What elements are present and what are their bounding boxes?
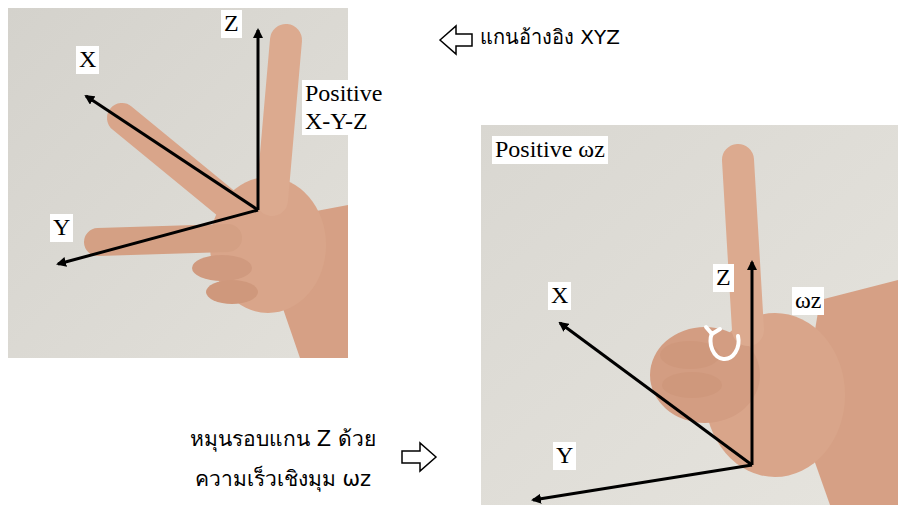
hand-figure (650, 160, 898, 505)
axis-label: X (548, 282, 571, 310)
hollow-arrow (402, 443, 436, 471)
photo-background (8, 8, 348, 358)
figure-caption: หมุนรอบแกน Z ด้วย ความเร็วเชิงมุม ωz (170, 420, 396, 500)
photo-background (481, 125, 898, 505)
rotation-arrow (706, 327, 739, 359)
axis-label: Y (553, 442, 576, 470)
hollow-arrow (440, 26, 472, 54)
axis-label: X (76, 46, 99, 74)
figure-note: แกนอ้างอิง XYZ (480, 26, 620, 49)
figure-note: Positive X-Y-Z (302, 80, 400, 135)
axis-arrows (533, 262, 752, 500)
axis-label: Z (221, 10, 242, 38)
omega-label: ωz (792, 287, 824, 315)
axis-label: Y (50, 214, 73, 242)
figure-note: Positive ωz (492, 136, 608, 164)
axis-arrows (58, 30, 258, 264)
axis-label: Z (713, 264, 734, 292)
